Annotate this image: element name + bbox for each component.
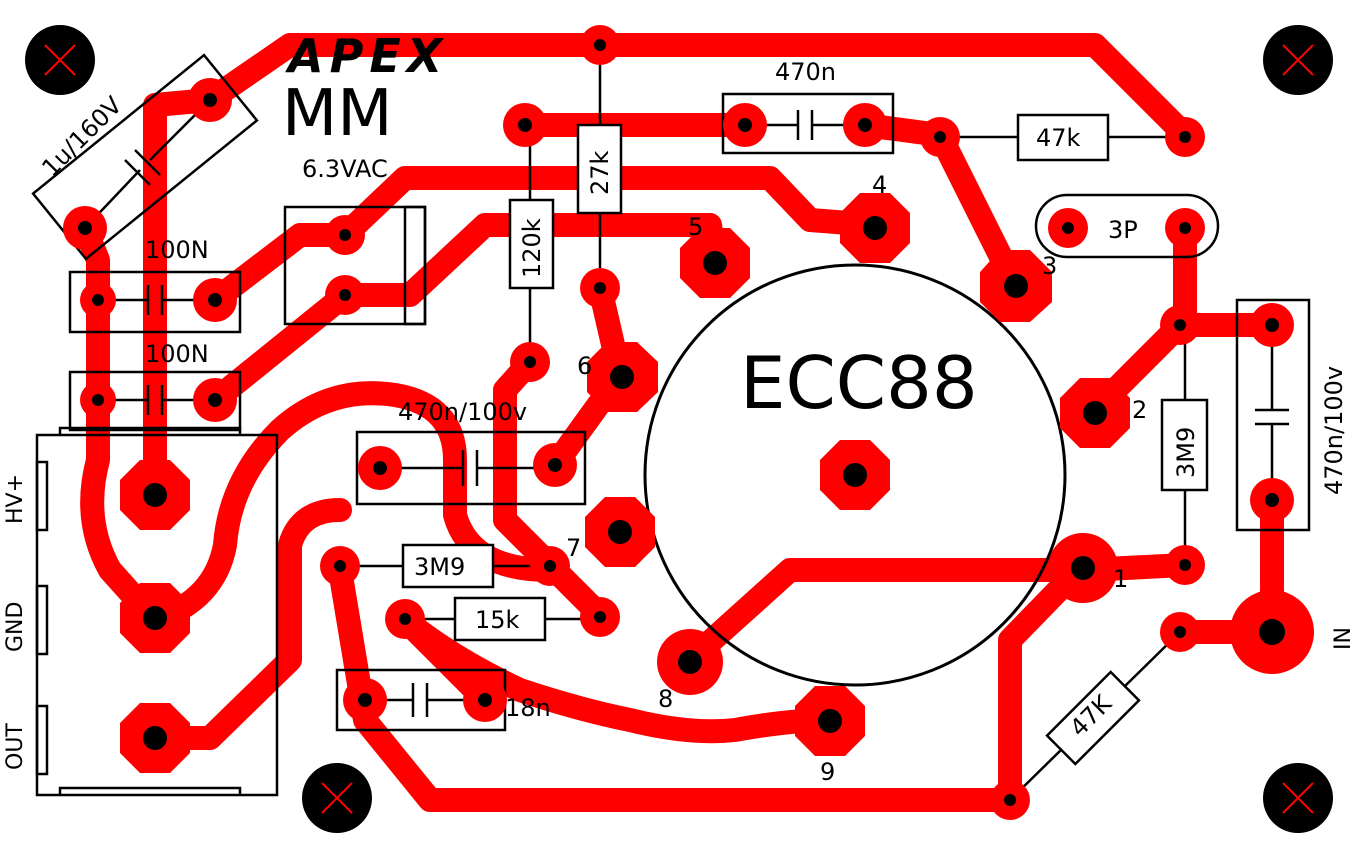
res-47k-top-body <box>1016 113 1110 162</box>
heater-connector-bar <box>403 205 427 326</box>
silkscreen <box>31 53 1311 797</box>
label-res-27k: 27k <box>586 150 614 195</box>
trace-out <box>143 498 352 750</box>
label-cap-18n: 18n <box>505 694 551 722</box>
mount-hole-top-right <box>1263 25 1333 95</box>
trace-gnd-bend <box>143 381 562 632</box>
pin-label-8: 8 <box>658 685 673 713</box>
pin-label-2: 2 <box>1132 396 1147 424</box>
res-3m9-mid-body <box>401 543 495 589</box>
res-3m9-right-body <box>1160 398 1209 492</box>
cap-470n-top-outline <box>721 92 895 155</box>
pin-label-3: 3 <box>1042 252 1057 280</box>
label-cap-1u160v: 1u/160V <box>36 91 127 182</box>
trace-top-bus <box>198 33 1197 147</box>
label-cap-100n-b: 100N <box>145 340 209 368</box>
pin-label-4: 4 <box>872 171 887 199</box>
label-cap-100n-a: 100N <box>145 236 209 264</box>
label-cap-470n-top: 470n <box>775 58 836 86</box>
mount-hole-bottom-right <box>1263 763 1333 833</box>
label-res-15k: 15k <box>475 606 520 634</box>
tube-socket-outline <box>643 263 1067 687</box>
pin-label-9: 9 <box>820 758 835 786</box>
trace-pin9 <box>393 608 842 744</box>
drill-holes <box>78 39 1285 806</box>
mounting-holes <box>25 25 1333 833</box>
connector-label-in: IN <box>1331 627 1356 650</box>
connector-label-hv: HV+ <box>3 474 28 524</box>
label-cap-3p: 3P <box>1108 216 1138 244</box>
res-27k-body <box>576 123 623 215</box>
label-res-3m9-mid: 3M9 <box>414 553 465 581</box>
label-res-120k: 120k <box>518 218 546 278</box>
connector-label-out: OUT <box>3 723 28 770</box>
label-res-47k-top: 47k <box>1036 124 1081 152</box>
trace-left-loop <box>73 216 167 632</box>
cap-1u-outline <box>31 53 259 261</box>
trace-heater-4 <box>203 166 887 312</box>
brand-subtitle: MM <box>282 77 392 151</box>
connector-block-details <box>35 426 242 795</box>
label-res-3m9-right: 3M9 <box>1172 427 1200 478</box>
label-cap-470n-right: 470n/100v <box>1320 366 1348 495</box>
pin-label-1: 1 <box>1113 565 1128 593</box>
cap-470n-right-outline <box>1235 298 1311 532</box>
cap-100n-a-outline <box>68 270 242 334</box>
mount-hole-top-left <box>25 25 95 95</box>
pin-label-5: 5 <box>688 213 703 241</box>
mount-hole-bottom-left <box>302 763 372 833</box>
cap-3p-outline <box>1034 193 1220 259</box>
brand-logo: APEX <box>285 29 448 83</box>
label-cap-470n-mid: 470n/100v <box>398 398 527 426</box>
connector-label-gnd: GND <box>3 602 28 652</box>
res-120k-body <box>508 198 555 290</box>
heater-label: 6.3VAC <box>302 155 388 183</box>
tube-label: ECC88 <box>740 341 978 425</box>
pin-label-6: 6 <box>577 352 592 380</box>
pin-label-7: 7 <box>566 534 581 562</box>
cap-470n-mid-outline <box>355 430 587 506</box>
trace-pin8 <box>678 558 1097 672</box>
cap-100n-b-outline <box>68 370 242 432</box>
